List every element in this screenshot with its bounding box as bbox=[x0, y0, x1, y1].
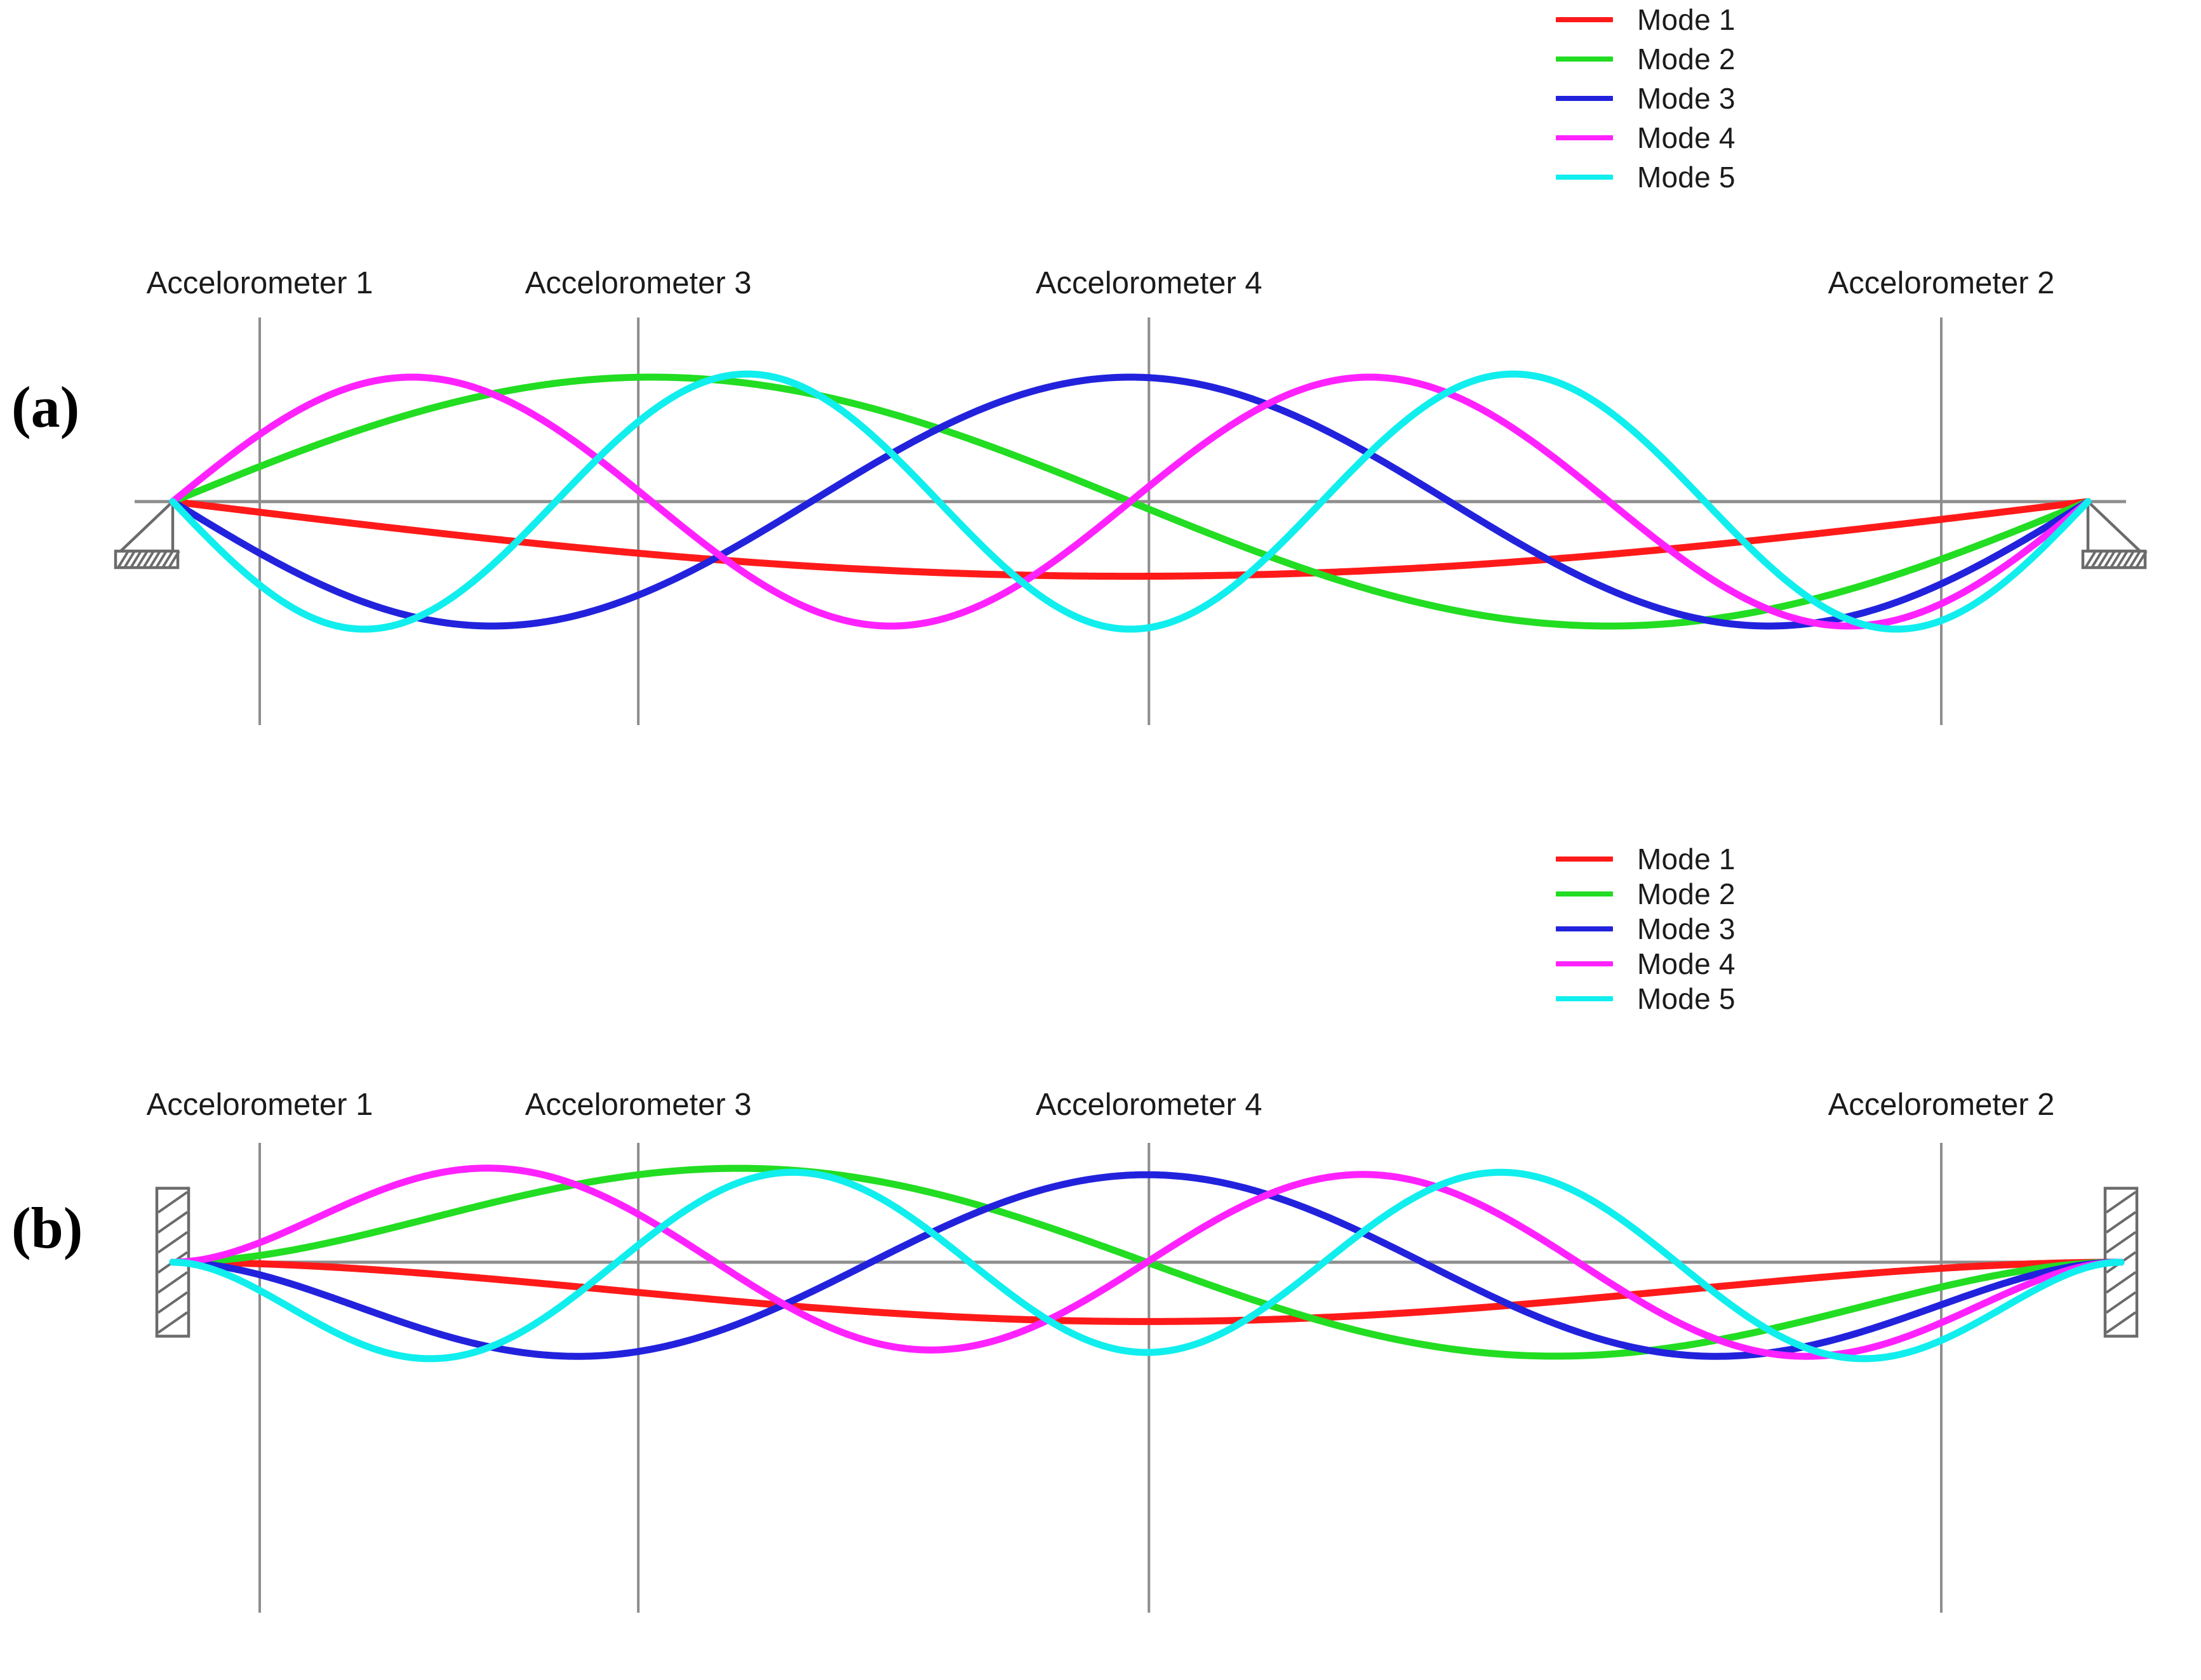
legend-item-3: Mode 3 bbox=[1556, 911, 1736, 946]
legend-color-swatch-mode-4 bbox=[1556, 961, 1613, 966]
legend-panel-a: Mode 1 Mode 2 Mode 3 Mode 4 Mode 5 bbox=[1556, 0, 1736, 197]
mode-curve-5-panel-b bbox=[169, 1168, 2125, 1363]
legend-color-swatch-mode-3 bbox=[1556, 96, 1613, 101]
accelerometer-label-a-3: Accelorometer 4 bbox=[1035, 266, 1262, 300]
mode-curve-5-panel-a bbox=[169, 370, 2092, 633]
mode-curve-3-panel-b bbox=[169, 1171, 2125, 1360]
legend-item-1: Mode 1 bbox=[1556, 841, 1736, 876]
legend-item-4: Mode 4 bbox=[1556, 118, 1736, 157]
legend-color-swatch-mode-1 bbox=[1556, 17, 1613, 22]
accelerometer-label-a-1: Accelorometer 1 bbox=[146, 266, 373, 300]
legend-color-swatch-mode-3 bbox=[1556, 926, 1613, 931]
accelerometer-label-b-3: Accelorometer 4 bbox=[1035, 1088, 1262, 1122]
legend-item-2: Mode 2 bbox=[1556, 876, 1736, 911]
legend-item-4: Mode 4 bbox=[1556, 946, 1736, 981]
panel-letter-b: (b) bbox=[11, 1196, 83, 1260]
mode-shape-svg-b bbox=[155, 1143, 2139, 1613]
legend-label-mode-1: Mode 1 bbox=[1637, 3, 1736, 36]
mode-curve-1-panel-b bbox=[169, 1258, 2125, 1325]
mode-shape-plot-b bbox=[0, 1098, 2201, 1625]
accelerometer-label-b-1: Accelorometer 1 bbox=[146, 1088, 373, 1122]
legend-label-mode-3: Mode 3 bbox=[1637, 912, 1736, 945]
legend-color-swatch-mode-2 bbox=[1556, 891, 1613, 897]
mode-shape-svg-a bbox=[114, 317, 2148, 725]
accelerometer-label-b-2: Accelorometer 3 bbox=[525, 1088, 752, 1122]
legend-color-swatch-mode-1 bbox=[1556, 856, 1613, 862]
legend-item-5: Mode 5 bbox=[1556, 157, 1736, 197]
legend-color-swatch-mode-4 bbox=[1556, 135, 1613, 140]
legend-item-5: Mode 5 bbox=[1556, 981, 1736, 1016]
legend-label-mode-1: Mode 1 bbox=[1637, 842, 1736, 876]
mode-curve-1-panel-a bbox=[169, 498, 2092, 580]
mode-curve-4-panel-b bbox=[169, 1164, 2125, 1360]
accelerometer-label-a-2: Accelorometer 3 bbox=[525, 266, 752, 300]
pinned-support-right-icon bbox=[2081, 498, 2148, 570]
panel-letter-a: (a) bbox=[11, 375, 80, 439]
legend-color-swatch-mode-5 bbox=[1556, 175, 1613, 180]
legend-color-swatch-mode-5 bbox=[1556, 996, 1613, 1001]
legend-label-mode-5: Mode 5 bbox=[1637, 161, 1736, 194]
accelerometer-label-a-4: Accelorometer 2 bbox=[1828, 266, 2055, 300]
legend-label-mode-2: Mode 2 bbox=[1637, 877, 1736, 910]
legend-color-swatch-mode-2 bbox=[1556, 57, 1613, 62]
legend-label-mode-5: Mode 5 bbox=[1637, 982, 1736, 1015]
legend-label-mode-2: Mode 2 bbox=[1637, 43, 1736, 76]
mode-curve-3-panel-a bbox=[169, 373, 2092, 630]
legend-label-mode-4: Mode 4 bbox=[1637, 121, 1736, 154]
pinned-support-left-icon bbox=[114, 498, 180, 570]
legend-item-1: Mode 1 bbox=[1556, 0, 1736, 39]
legend-label-mode-4: Mode 4 bbox=[1637, 947, 1736, 980]
mode-shape-plot-a bbox=[0, 273, 2201, 743]
legend-item-2: Mode 2 bbox=[1556, 39, 1736, 79]
legend-label-mode-3: Mode 3 bbox=[1637, 82, 1736, 115]
legend-item-3: Mode 3 bbox=[1556, 79, 1736, 118]
mode-curve-4-panel-a bbox=[169, 373, 2092, 630]
accelerometer-label-b-4: Accelorometer 2 bbox=[1828, 1088, 2055, 1122]
